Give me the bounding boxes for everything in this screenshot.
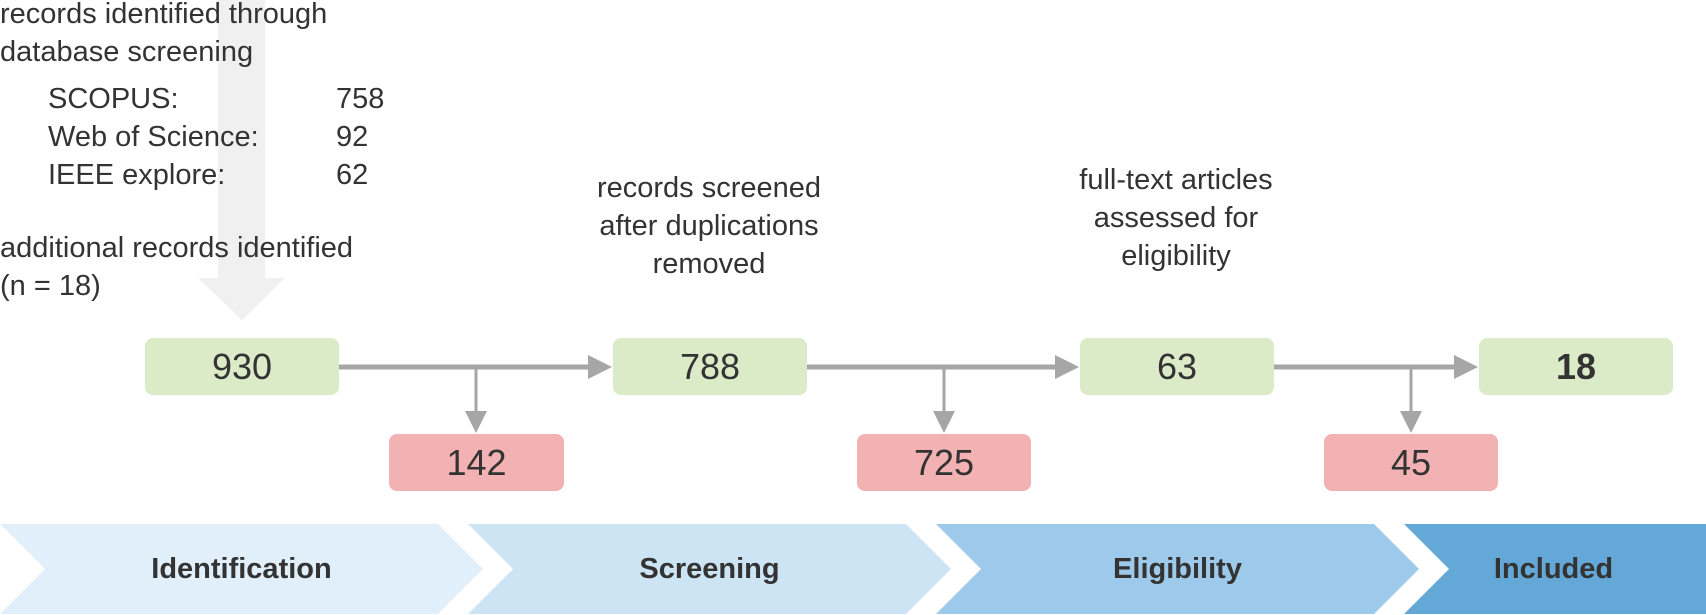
caption-line: records screened xyxy=(596,172,822,204)
stage-chevron-included xyxy=(1404,524,1706,614)
box-included: 18 xyxy=(1479,338,1673,395)
database-count: 62 xyxy=(336,159,369,191)
database-list: SCOPUS: 758 Web of Science: 92 IEEE expl… xyxy=(48,80,384,194)
stage-label-identification: Identification xyxy=(151,552,332,585)
flow-arrow-1 xyxy=(339,355,612,379)
additional-records-line2: (n = 18) xyxy=(0,270,101,302)
database-name: IEEE explore: xyxy=(48,159,226,191)
exclusion-arrow-2 xyxy=(933,367,955,433)
box-identified: 930 xyxy=(145,338,339,395)
box-excluded-1: 142 xyxy=(389,434,564,491)
stage-label-included: Included xyxy=(1493,552,1614,585)
sources-heading-line1: records identified through xyxy=(0,0,328,30)
database-row-ieee: IEEE explore: 62 xyxy=(48,156,384,194)
database-name: SCOPUS: xyxy=(48,83,179,115)
sources-heading-line2: database screening xyxy=(0,36,254,68)
caption-fulltext: full-text articles assessed for eligibil… xyxy=(1026,161,1326,275)
caption-line: full-text articles xyxy=(1079,164,1273,196)
database-count: 92 xyxy=(336,121,369,153)
database-row-scopus: SCOPUS: 758 xyxy=(48,80,384,118)
sources-heading: records identified through database scre… xyxy=(0,0,327,71)
box-screened: 788 xyxy=(613,338,807,395)
background-down-arrow xyxy=(198,0,285,320)
caption-line: assessed for xyxy=(1093,202,1259,234)
caption-line: after duplications xyxy=(599,210,819,242)
additional-records: additional records identified (n = 18) xyxy=(0,229,353,305)
stage-chevron-eligibility xyxy=(936,524,1419,614)
stage-chevron-screening xyxy=(468,524,951,614)
stage-label-eligibility: Eligibility xyxy=(1113,552,1242,585)
database-count: 758 xyxy=(336,83,385,115)
exclusion-arrow-3 xyxy=(1400,367,1422,433)
box-excluded-3: 45 xyxy=(1324,434,1498,491)
box-eligible: 63 xyxy=(1080,338,1274,395)
exclusion-arrow-1 xyxy=(465,367,487,433)
caption-line: removed xyxy=(652,248,766,280)
flow-arrow-3 xyxy=(1274,355,1478,379)
caption-screened: records screened after duplications remo… xyxy=(559,169,859,283)
flow-arrow-2 xyxy=(807,355,1079,379)
caption-line: eligibility xyxy=(1121,240,1231,272)
box-excluded-2: 725 xyxy=(857,434,1031,491)
database-name: Web of Science: xyxy=(48,121,259,153)
database-row-web-of-science: Web of Science: 92 xyxy=(48,118,384,156)
stage-chevron-identification xyxy=(0,524,483,614)
additional-records-line1: additional records identified xyxy=(0,232,354,264)
stage-label-screening: Screening xyxy=(639,552,780,585)
